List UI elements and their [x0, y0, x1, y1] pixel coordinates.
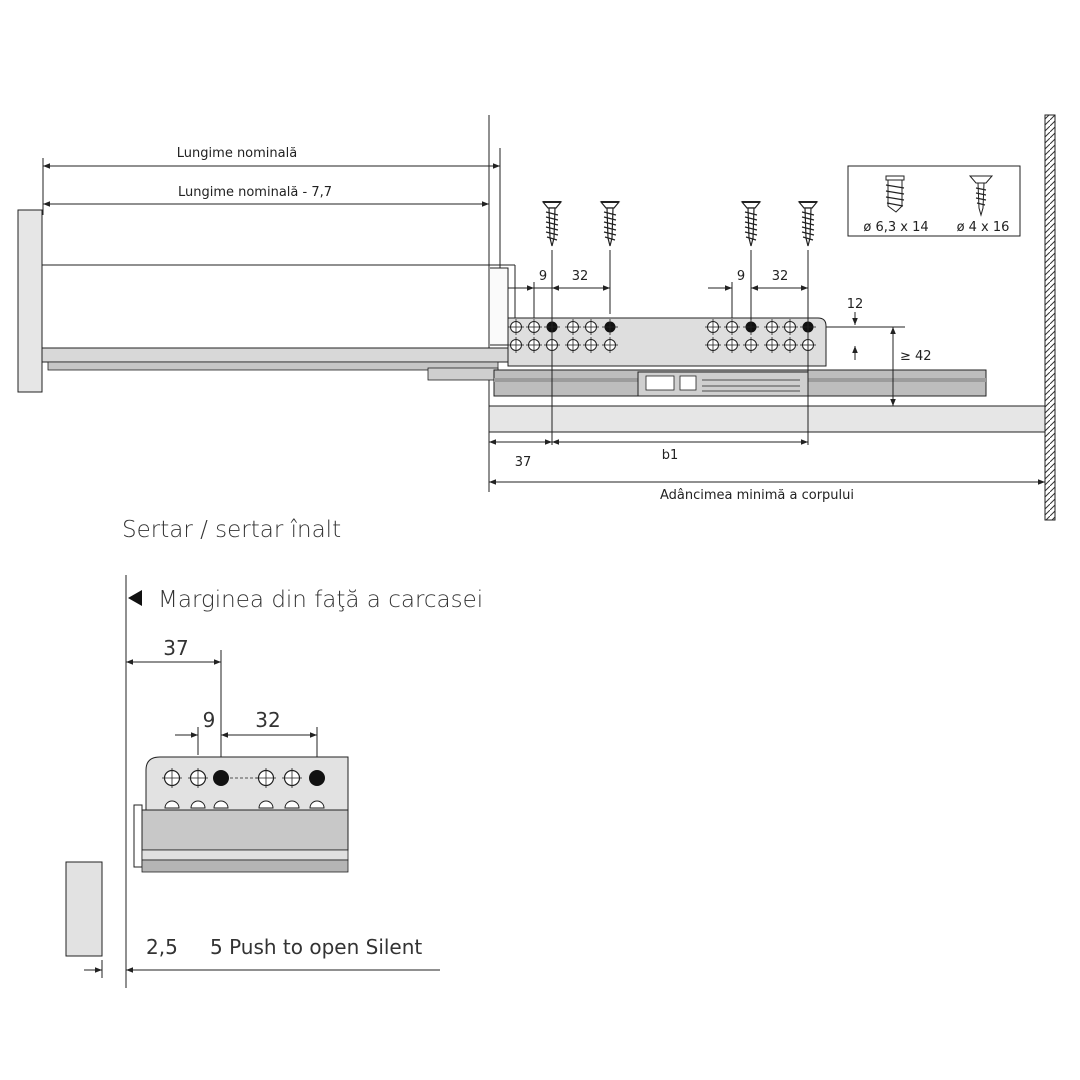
nominal-length-label: Lungime nominală: [177, 146, 297, 161]
push-to-open-label: 5 Push to open Silent: [210, 935, 422, 959]
screw-icon-4: [798, 201, 818, 247]
screw-icon-3: [741, 201, 761, 247]
top-drawing: Lungime nominală Lungime nominală - 7,7: [17, 114, 1056, 521]
bottom-rail: [141, 809, 349, 851]
screw-6-3-icon: [885, 175, 905, 213]
dim-25-label: 2,5: [146, 935, 178, 959]
screw-icon-1: [542, 201, 562, 247]
drawer-back-clip: [490, 267, 509, 346]
section-title: Sertar / sertar înalt: [122, 517, 341, 543]
front-edge-marker-icon: [128, 590, 142, 606]
bottom-hole-row-2: [164, 800, 325, 809]
bottom-drawer-front: [65, 861, 103, 957]
screw-b-label: ø 4 x 16: [957, 220, 1010, 235]
runner-end: [427, 367, 499, 381]
dim-37-label: 37: [515, 455, 532, 470]
dim-32-bottom-label: 32: [255, 708, 280, 732]
nominal-length-minus-label: Lungime nominală - 7,7: [178, 185, 332, 200]
dim-32-left-label: 32: [572, 269, 589, 284]
dim-b1-label: b1: [662, 448, 679, 463]
min-depth-label: Adâncimea minimă a corpului: [660, 488, 854, 503]
screw-icon-2: [600, 201, 620, 247]
drawer-bottom-profile: [41, 347, 509, 363]
screw-a-label: ø 6,3 x 14: [863, 220, 928, 235]
dim-9-left-label: 9: [539, 269, 547, 284]
screw-legend: ø 6,3 x 14 ø 4 x 16: [847, 165, 1021, 237]
bottom-rail-end: [133, 804, 143, 868]
bottom-rail-lower: [141, 849, 349, 861]
dim-12-label: 12: [847, 297, 864, 312]
back-wall: [1044, 114, 1056, 521]
front-edge-label: Marginea din faţă a carcasei: [158, 587, 483, 613]
locking-device: [637, 371, 809, 397]
dim-9-bottom-label: 9: [203, 708, 216, 732]
bottom-rail-base: [141, 859, 349, 873]
dim-9-right-label: 9: [737, 269, 745, 284]
dim-37-bottom-label: 37: [163, 636, 188, 660]
drawer-runner: [47, 361, 499, 371]
dim-32-right-label: 32: [772, 269, 789, 284]
dim-42-label: ≥ 42: [900, 349, 932, 364]
cabinet-bottom-panel: [488, 405, 1046, 433]
drawer-front-panel: [17, 209, 43, 393]
screw-4-icon: [968, 175, 994, 217]
bottom-drawing: Sertar / sertar înalt Marginea din faţă …: [65, 517, 483, 988]
